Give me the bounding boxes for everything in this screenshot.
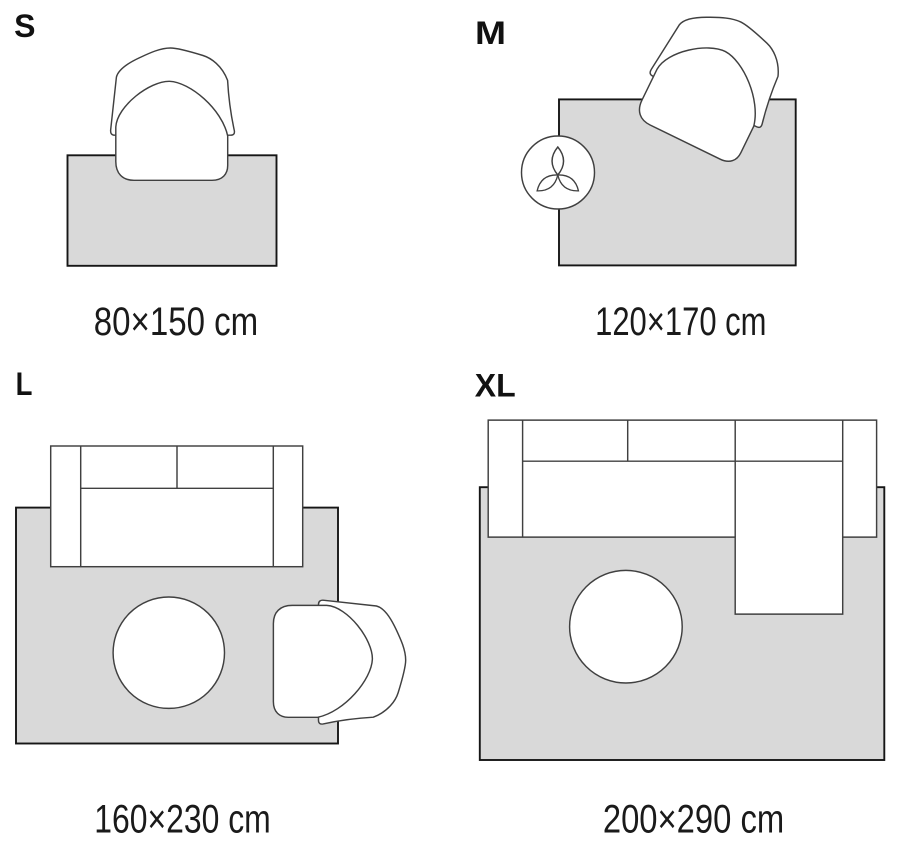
svg-text:80×150 cm: 80×150 cm [94, 300, 258, 344]
svg-text:XL: XL [475, 367, 516, 403]
svg-text:120×170 cm: 120×170 cm [595, 300, 766, 344]
svg-text:200×290 cm: 200×290 cm [603, 798, 784, 841]
svg-text:M: M [475, 15, 506, 51]
svg-text:S: S [14, 8, 35, 44]
svg-text:160×230 cm: 160×230 cm [94, 798, 271, 841]
svg-text:L: L [16, 366, 33, 402]
